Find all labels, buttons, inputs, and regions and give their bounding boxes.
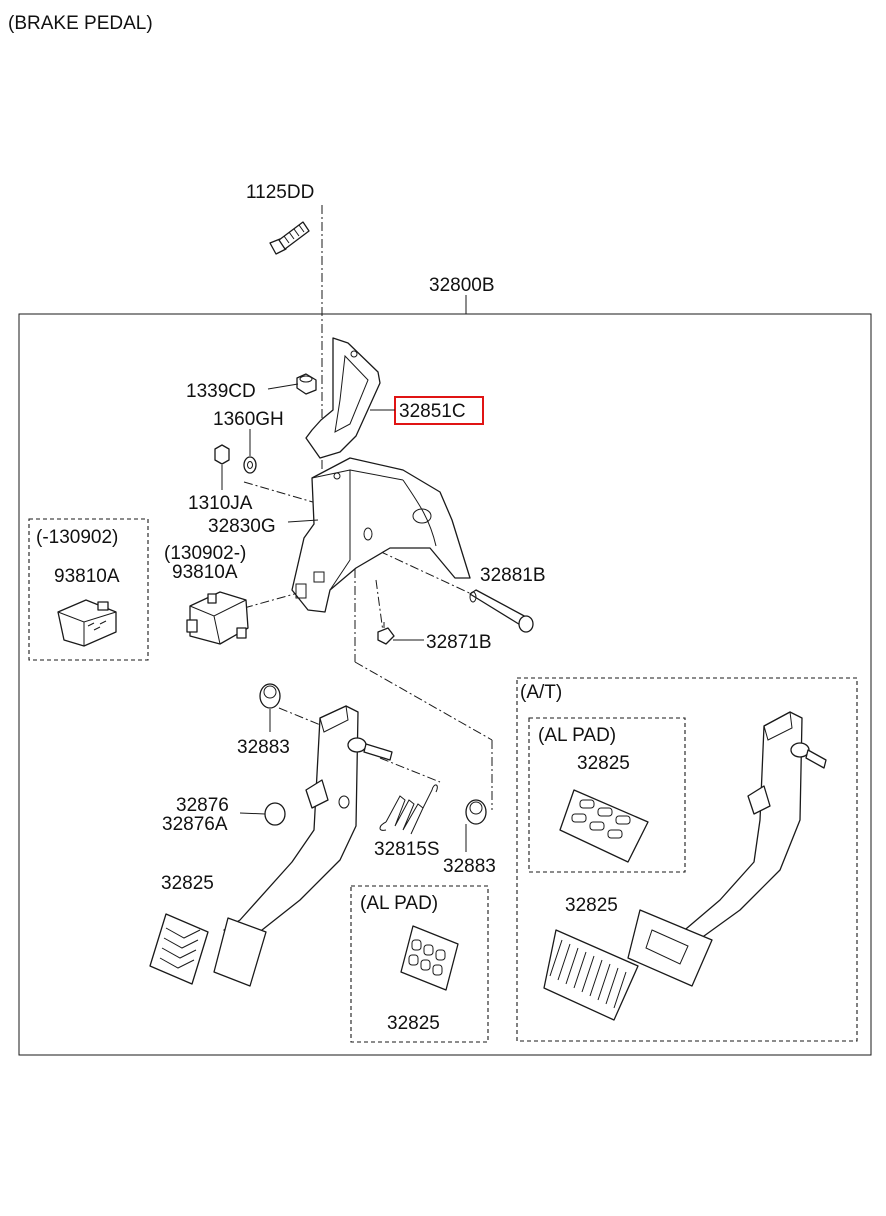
stop-lamp-switch-old: [57, 599, 117, 647]
label-32825-alpad: 32825: [387, 1013, 440, 1034]
pin-32881B: [469, 589, 534, 633]
assembly-frame: [18, 313, 872, 1056]
label-at-title: (A/T): [520, 682, 562, 703]
at-alpad-box: [528, 717, 686, 873]
label-32800B: 32800B: [429, 275, 495, 296]
pedal-pad-32825: [149, 913, 209, 985]
at-brake-pedal-arm: [627, 711, 827, 987]
stop-lamp-switch-new: [186, 591, 249, 645]
label-32883-top: 32883: [237, 737, 290, 758]
label-32825-at: 32825: [565, 895, 618, 916]
label-old-switch-range: (-130902): [36, 527, 118, 548]
washer-1360GH: [243, 456, 257, 474]
screw-32871B: [377, 622, 395, 645]
label-32871B: 32871B: [426, 632, 492, 653]
diagram-title: (BRAKE PEDAL): [8, 13, 153, 34]
alpad-box: [350, 885, 489, 1043]
bolt-1125DD: [269, 221, 310, 255]
at-al-pedal-pad-32825: [559, 789, 649, 863]
brake-pedal-arm: [213, 705, 393, 987]
nut-1339CD: [296, 373, 317, 395]
label-32876A: 32876A: [162, 814, 228, 835]
label-32851C: 32851C: [399, 401, 466, 422]
label-32815S: 32815S: [374, 839, 440, 860]
leader-lines: [221, 383, 467, 852]
label-1310JA: 1310JA: [188, 493, 253, 514]
nut-1310JA: [214, 444, 230, 465]
label-1360GH: 1360GH: [213, 409, 284, 430]
label-new-switch-range: (130902-): [164, 543, 246, 564]
at-pedal-pad-32825: [543, 929, 639, 1021]
spring-32815S: [379, 784, 438, 835]
label-alpad-title: (AL PAD): [360, 893, 438, 914]
label-93810A-new: 93810A: [172, 562, 238, 583]
label-1339CD: 1339CD: [186, 381, 256, 402]
label-32883-bottom: 32883: [443, 856, 496, 877]
at-box: [516, 677, 858, 1042]
bushing-32883-top: [259, 683, 281, 709]
label-32876: 32876: [176, 795, 229, 816]
bracket-32851C: [305, 337, 381, 459]
label-93810A-old: 93810A: [54, 566, 120, 587]
label-32830G: 32830G: [208, 516, 276, 537]
label-32825-main: 32825: [161, 873, 214, 894]
label-1125DD: 1125DD: [246, 182, 314, 203]
stopper-32876: [264, 802, 286, 826]
bushing-32883-bottom: [465, 799, 487, 825]
al-pedal-pad-32825: [400, 925, 459, 991]
old-switch-box: [28, 518, 149, 661]
bracket-32830G: [291, 457, 471, 613]
label-32881B: 32881B: [480, 565, 546, 586]
label-32825-at-alpad: 32825: [577, 753, 630, 774]
label-at-alpad-title: (AL PAD): [538, 725, 616, 746]
